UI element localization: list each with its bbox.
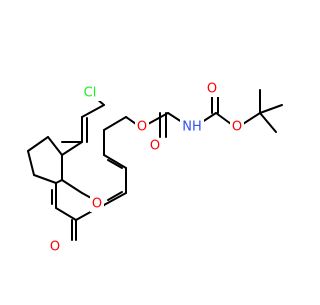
label-bg-o-ring	[90, 196, 104, 212]
label-bg-nh	[180, 119, 204, 135]
bond-line	[259, 112, 277, 133]
bond-line	[61, 141, 83, 156]
atom-label-nh: NH	[182, 120, 202, 135]
bond-line	[61, 179, 83, 194]
bond-line	[81, 104, 105, 118]
atom-label-o-ring: O	[92, 197, 102, 212]
bond-line	[27, 136, 49, 152]
atom-label-o-carbonyl-boc: O	[207, 82, 217, 97]
bond-line	[215, 112, 232, 125]
bond-line	[107, 159, 123, 169]
bond-line	[103, 116, 127, 131]
bond-line	[47, 136, 63, 156]
bond-line	[55, 207, 77, 221]
atom-label-cl: Cl	[84, 86, 97, 101]
label-bg-o-carbonyl-boc	[205, 81, 219, 97]
bond-layer	[27, 89, 283, 241]
atom-label-o-boc: O	[232, 120, 242, 135]
bond-line	[125, 116, 137, 125]
bond-line	[27, 150, 35, 176]
atom-label-o-lactone: O	[50, 240, 60, 255]
label-bg-o-lactone	[48, 239, 62, 255]
bond-line	[107, 191, 123, 201]
label-bg-o-carbonyl-ester	[148, 138, 162, 154]
bond-line	[103, 192, 127, 206]
molecule-structure: Cl O O NH O O O O	[27, 81, 283, 255]
label-bg-o-ester	[135, 119, 149, 135]
label-bg-cl	[79, 85, 101, 101]
bond-line	[242, 112, 261, 125]
bond-line	[33, 174, 57, 184]
bond-line	[147, 112, 169, 125]
label-bg-o-boc	[230, 119, 244, 135]
structure-canvas: Cl O O NH O O O O	[27, 81, 283, 255]
bond-line	[103, 154, 127, 169]
bond-line	[259, 104, 283, 114]
atom-label-layer: Cl O O NH O O O O	[48, 81, 244, 255]
atom-label-o-ester: O	[137, 120, 147, 135]
bond-line	[55, 179, 63, 184]
atom-label-o-carbonyl-ester: O	[150, 139, 160, 154]
